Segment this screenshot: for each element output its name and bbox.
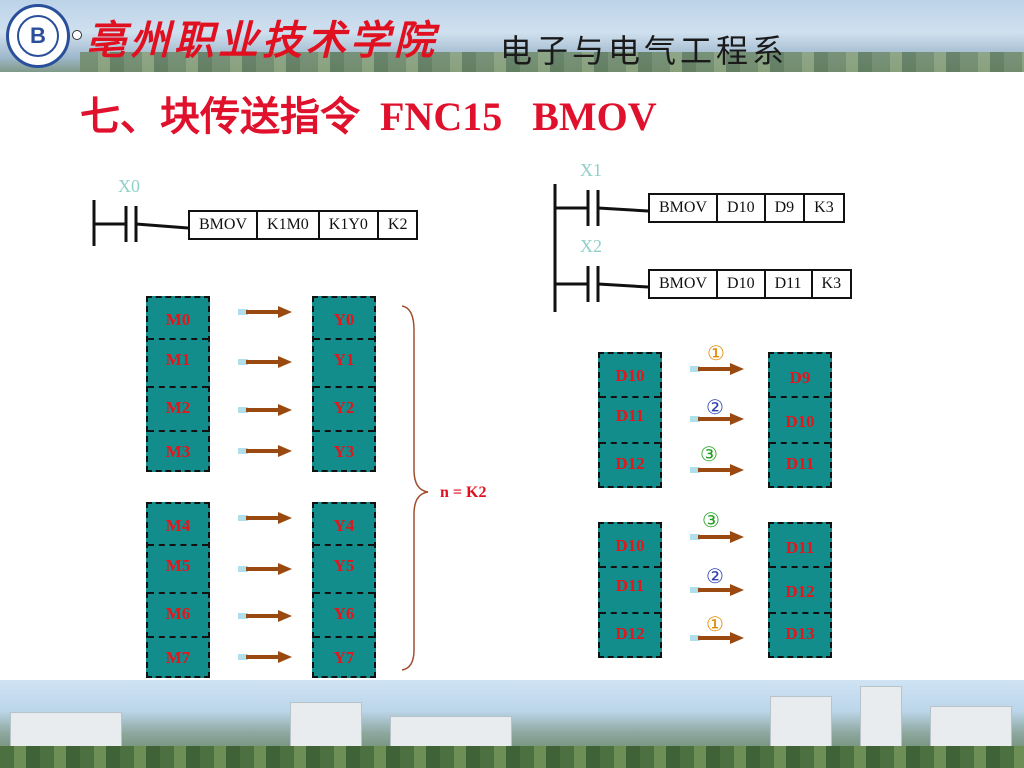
contact-x2-label: X2: [580, 236, 602, 256]
register-cell: Y0: [333, 310, 355, 329]
register-cell: D9: [789, 368, 811, 387]
bmov-instruction-x2: BMOV D10 D11 K3: [648, 269, 853, 299]
transfer-arrow-icon: [238, 610, 292, 622]
register-cell: Y7: [333, 648, 355, 667]
register-cell: Y6: [333, 604, 355, 623]
dest-register-case-1: D9 D10 D11: [768, 352, 832, 488]
m-register-group-1: M0 M1 M2 M3: [146, 296, 210, 472]
register-cell: M5: [165, 556, 191, 575]
transfer-arrow-icon: [238, 512, 292, 524]
ins-op: BMOV: [659, 199, 708, 216]
logo-glyph: B: [17, 15, 59, 57]
register-cell: M4: [165, 516, 191, 535]
department-name: 电子与电气工程系: [500, 32, 789, 70]
ins-count: K3: [803, 195, 843, 221]
transfer-arrow-icon: [238, 445, 292, 457]
source-register-case-1: D10 D11 D12: [598, 352, 662, 488]
contact-x0-label: X0: [118, 176, 140, 196]
ins-dest: D11: [763, 271, 811, 297]
transfer-arrow-icon: [690, 413, 744, 425]
m-register-group-2: M4 M5 M6 M7: [146, 502, 210, 678]
ins-count: K2: [376, 212, 417, 238]
register-cell: D10: [615, 366, 645, 385]
contact-x1-label: X1: [580, 160, 602, 180]
register-cell: D10: [785, 412, 815, 431]
ins-dest: K1Y0: [317, 212, 377, 238]
ins-op: BMOV: [659, 275, 708, 292]
y-register-group-1: Y0 Y1 Y2 Y3: [312, 296, 376, 472]
transfer-arrow-icon: [690, 363, 744, 375]
footer-campus-image: [0, 680, 1024, 768]
transfer-arrow-icon: [690, 531, 744, 543]
register-cell: D12: [615, 454, 645, 473]
register-cell: Y4: [333, 516, 355, 535]
bmov-instruction-left: BMOV K1M0 K1Y0 K2: [188, 210, 419, 240]
ins-op: BMOV: [199, 216, 248, 233]
ins-count: K3: [810, 271, 851, 297]
header-banner: B 亳州职业技术学院 电子与电气工程系: [0, 0, 1024, 72]
transfer-arrow-icon: [238, 306, 292, 318]
brace-label: n = K2: [440, 484, 487, 501]
register-cell: M0: [165, 310, 191, 329]
order-number-5: ②: [706, 564, 724, 588]
header-campus-image: [80, 52, 1024, 72]
register-cell: M3: [165, 442, 191, 461]
transfer-arrow-icon: [238, 404, 292, 416]
register-cell: M7: [165, 648, 191, 667]
register-cell: Y5: [333, 556, 355, 575]
brace: [401, 305, 429, 671]
page-title: 七、块传送指令 FNC15 BMOV: [80, 94, 657, 139]
transfer-arrow-icon: [690, 464, 744, 476]
register-cell: M6: [165, 604, 191, 623]
transfer-arrow-icon: [238, 651, 292, 663]
register-cell: Y2: [333, 398, 355, 417]
register-cell: D12: [785, 582, 815, 601]
register-cell: D11: [785, 538, 815, 557]
register-cell: M2: [165, 398, 191, 417]
order-number-2: ②: [706, 395, 724, 419]
register-cell: D11: [615, 406, 645, 425]
ins-source: D10: [716, 195, 764, 221]
register-cell: M1: [165, 350, 191, 369]
order-number-3: ③: [700, 442, 718, 466]
register-cell: Y3: [333, 442, 355, 461]
transfer-arrow-icon: [238, 356, 292, 368]
transfer-arrow-icon: [690, 584, 744, 596]
order-number-6: ①: [706, 612, 724, 636]
order-number-1: ①: [707, 341, 725, 365]
school-name: 亳州职业技术学院: [86, 17, 438, 64]
register-cell: Y1: [333, 350, 355, 369]
source-register-case-2: D10 D11 D12: [598, 522, 662, 658]
bmov-instruction-x1: BMOV D10 D9 K3: [648, 193, 845, 223]
y-register-group-2: Y4 Y5 Y6 Y7: [312, 502, 376, 678]
ins-source: D10: [716, 271, 764, 297]
register-cell: D13: [785, 624, 815, 643]
ins-dest: D9: [763, 195, 804, 221]
register-cell: D10: [615, 536, 645, 555]
school-logo: B: [6, 4, 70, 68]
dest-register-case-2: D11 D12 D13: [768, 522, 832, 658]
register-cell: D11: [785, 454, 815, 473]
order-number-4: ③: [702, 508, 720, 532]
transfer-arrow-icon: [238, 563, 292, 575]
transfer-arrow-icon: [690, 632, 744, 644]
register-cell: D11: [615, 576, 645, 595]
bullet-dot-icon: [72, 30, 82, 40]
ins-source: K1M0: [256, 212, 318, 238]
register-cell: D12: [615, 624, 645, 643]
